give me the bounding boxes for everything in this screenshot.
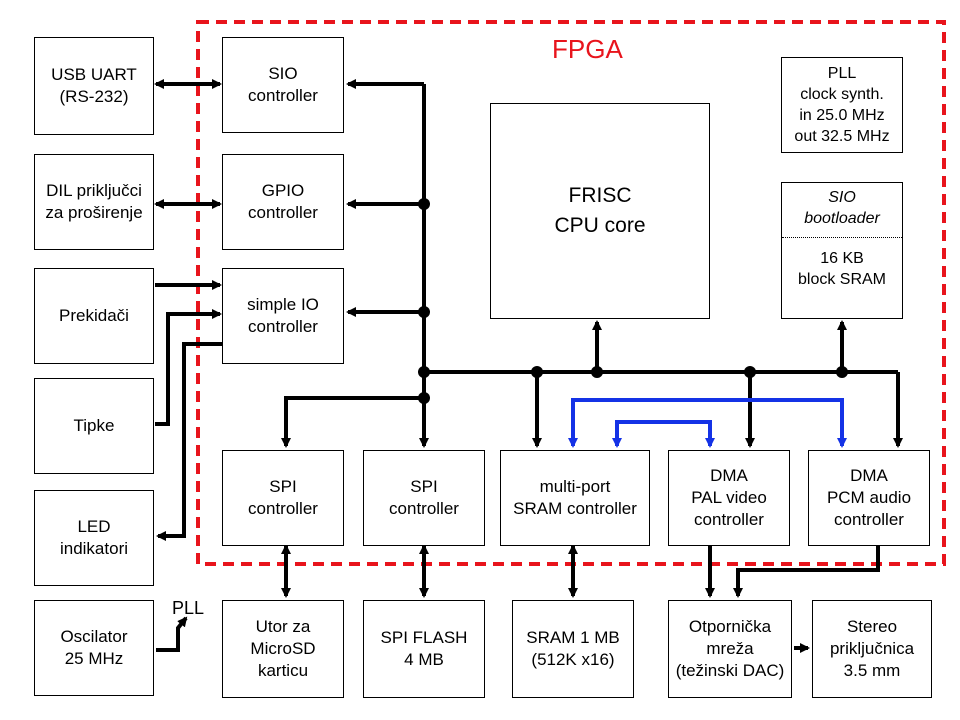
dma-pal-video-box: DMA PAL video controller <box>668 450 790 546</box>
link-oscillator-pll <box>156 616 188 652</box>
dma-bus-outer <box>568 398 847 448</box>
buttons-box: Tipke <box>34 378 154 474</box>
usb-uart-box: USB UART (RS-232) <box>34 37 154 135</box>
oscillator-box: Oscilator 25 MHz <box>34 600 154 696</box>
microsd-slot-box: Utor za MicroSD karticu <box>222 600 344 698</box>
bus-junctions <box>418 198 848 404</box>
sio-bootloader-box: SIO bootloader 16 KB block SRAM <box>781 182 903 319</box>
spi-controller-2-box: SPI controller <box>363 450 485 546</box>
link-simpleio-led <box>156 342 222 541</box>
dma-bus-inner <box>612 420 715 448</box>
pll-clock-synth-box: PLL clock synth. in 25.0 MHz out 32.5 MH… <box>781 57 903 153</box>
sio-controller-box: SIO controller <box>222 37 344 133</box>
multiport-sram-controller-box: multi-port SRAM controller <box>500 450 650 546</box>
cpu-core-box: FRISC CPU core <box>490 103 710 319</box>
link-tipke-simpleio <box>155 309 222 426</box>
resistor-dac-box: Otpornička mreža (težinski DAC) <box>668 600 792 698</box>
led-indicators-box: LED indikatori <box>34 490 154 586</box>
fpga-title: FPGA <box>552 34 623 64</box>
link-dmaaudio-dac <box>733 546 880 598</box>
gpio-controller-box: GPIO controller <box>222 154 344 250</box>
dil-connectors-box: DIL priključci za proširenje <box>34 154 154 250</box>
sram-chip-box: SRAM 1 MB (512K x16) <box>512 600 634 698</box>
stereo-jack-box: Stereo priključnica 3.5 mm <box>812 600 932 698</box>
spi-controller-1-box: SPI controller <box>222 450 344 546</box>
dma-pcm-audio-box: DMA PCM audio controller <box>808 450 930 546</box>
spi-flash-box: SPI FLASH 4 MB <box>363 600 485 698</box>
bus-spi1 <box>281 396 424 448</box>
pll-label: PLL <box>172 598 205 618</box>
dotted-separator <box>782 237 902 238</box>
switches-box: Prekidači <box>34 268 154 364</box>
simple-io-controller-box: simple IO controller <box>222 268 344 364</box>
